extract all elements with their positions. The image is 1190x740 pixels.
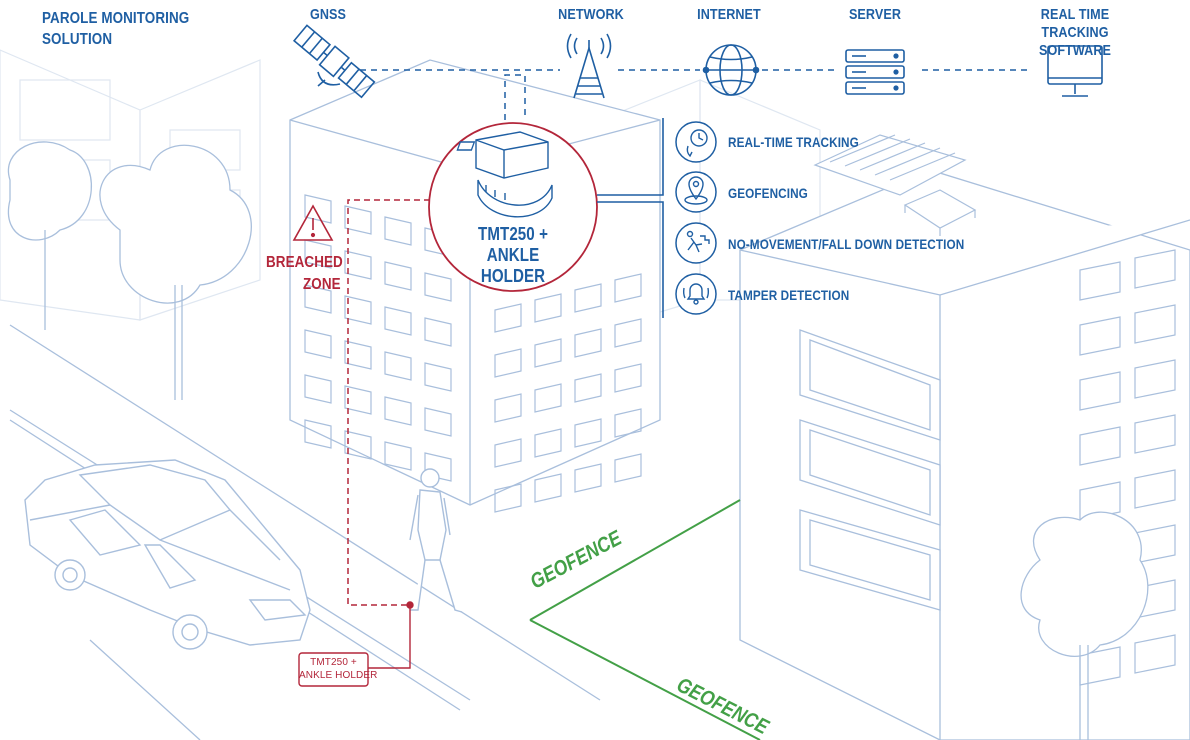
warning-triangle-icon [292,204,334,241]
breached-path [347,199,430,606]
walking-person [409,468,463,613]
building-window [384,216,412,246]
feature-connector [597,118,664,318]
network-label: NETWORK [558,6,624,23]
server-label: SERVER [848,6,902,23]
globe-icon [702,44,760,96]
breached-label-line2: ZONE [303,276,341,293]
building-window [304,239,332,269]
building-window [384,306,412,336]
page-title: PAROLE MONITORING SOLUTION [42,8,210,50]
building-window [494,438,522,468]
alarm-bell-icon [682,283,710,305]
tree-left [7,141,252,400]
building-window [494,393,522,423]
building-window [1079,371,1121,411]
building-window [304,284,332,314]
building-window [614,453,642,483]
building-window [424,272,452,302]
building-window [574,418,602,448]
software-label: REAL TIME TRACKING SOFTWARE [1038,6,1112,59]
building-windows-right [494,273,642,513]
building-window [534,383,562,413]
rooftop-vent [813,134,977,236]
building-window [384,396,412,426]
building-window [614,318,642,348]
building-window [1079,481,1121,521]
building-window [344,340,372,370]
building-window [344,385,372,415]
falling-person-icon [686,230,710,253]
geofence-boundary [529,499,761,740]
building-window [304,419,332,449]
building-window [1079,426,1121,466]
building-window [304,329,332,359]
building-window [534,428,562,458]
building-window [1079,316,1121,356]
building-window [344,250,372,280]
building-window [534,473,562,503]
building-window [574,283,602,313]
breached-label-line1: BREACHED [266,254,343,271]
feature-tamper-detection: TAMPER DETECTION [728,287,850,303]
building-window [494,303,522,333]
building-window [534,338,562,368]
building-window [384,351,412,381]
building-window [384,441,412,471]
device-callout [428,122,598,292]
building-window [574,463,602,493]
tree-right [1020,511,1149,740]
building-window [574,373,602,403]
feature-geofencing: GEOFENCING [728,185,808,201]
building-window [344,295,372,325]
clock-pin-icon [686,129,708,158]
building-window [1134,359,1176,399]
device-label: TMT250 + ANKLE HOLDER [477,224,549,286]
tag-label-line2: ANKLE HOLDER [299,670,378,681]
right-building [739,169,1190,740]
building-window [494,483,522,513]
monitor-icon [1047,45,1103,97]
building-window [424,407,452,437]
building-window [1134,634,1176,674]
satellite-icon [292,24,376,99]
building-window [344,205,372,235]
building-window [1134,469,1176,509]
feature-icons [675,121,717,315]
building-window [1134,414,1176,454]
feature-real-time-tracking: REAL-TIME TRACKING [728,134,859,150]
tag-pointer [298,601,414,687]
server-icon [845,49,905,95]
building-window [1079,261,1121,301]
building-window [344,430,372,460]
building-window [384,261,412,291]
building-window [424,317,452,347]
car [24,459,311,650]
building-window [304,374,332,404]
building-window [1134,249,1176,289]
cell-tower-icon [566,33,612,99]
page-title-text: PAROLE MONITORING SOLUTION [42,10,190,48]
building-window [424,362,452,392]
building-window [304,194,332,224]
network-links [360,69,1030,120]
map-pin-icon [684,176,708,205]
building-window [1134,304,1176,344]
building-window [494,348,522,378]
building-window [424,452,452,482]
gnss-label: GNSS [309,6,347,23]
internet-label: INTERNET [697,6,761,23]
building-window [614,363,642,393]
tag-label-line1: TMT250 + [310,657,357,668]
building-window [574,328,602,358]
building-window [614,408,642,438]
building-windows-left [304,194,452,482]
ankle-tracker-icon [456,131,553,218]
building-window [534,293,562,323]
feature-fall-detection: NO-MOVEMENT/FALL DOWN DETECTION [728,236,965,252]
building-window [614,273,642,303]
